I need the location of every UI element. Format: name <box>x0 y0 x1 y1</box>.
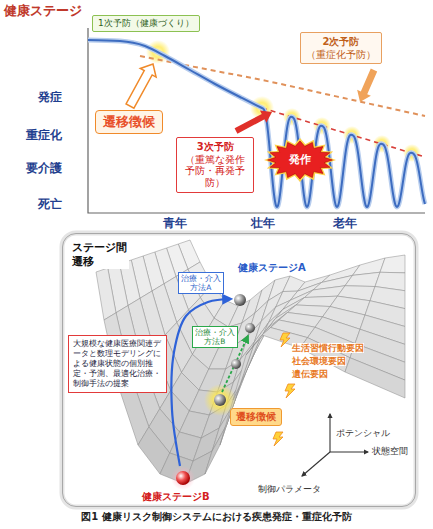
method-box: 治療・介入方法B <box>192 326 239 349</box>
stage-level: 死亡 <box>38 197 62 211</box>
box-body: （重篤な発作予防・再発予防） <box>181 154 249 190</box>
secondary-arrow <box>357 69 377 102</box>
axis-arrow <box>302 452 330 476</box>
stage-level: 要介護 <box>26 161 62 175</box>
stage-b-glow <box>171 466 195 490</box>
factor-label: 遺伝要因 <box>292 369 328 379</box>
sign-box: 遷移徴候 <box>95 110 163 134</box>
potential-mesh <box>96 268 116 320</box>
box-label: 大規模な健康医療関連データと数理モデリングによる健康状態の個別推定・予測、最適化… <box>73 339 163 389</box>
potential-mesh <box>240 337 261 385</box>
landscape-illustration <box>62 233 416 507</box>
box-body: （重症化予防） <box>306 49 376 61</box>
treatment-path-a <box>171 299 231 466</box>
box-label: 1次予防（健康づくり） <box>98 18 194 29</box>
age-label: 壮年 <box>251 217 275 231</box>
box-label: 治療・介入方法A <box>181 274 222 293</box>
stage-name: 健康ステージB <box>142 491 210 503</box>
box-label: 遷移徴候 <box>103 114 155 130</box>
health-curve <box>88 40 425 207</box>
burst-label: 発作 <box>289 153 311 167</box>
axis-label: 状態空間 <box>372 446 408 456</box>
state-ball <box>214 394 226 406</box>
health-curve-shadow <box>88 40 425 207</box>
potential-mesh <box>233 346 253 400</box>
figure-caption: 図1 健康リスク制御システムにおける疾患発症・重症化予防 <box>0 511 433 523</box>
box-heading: 3次予防 <box>181 141 249 154</box>
burst-core <box>268 141 333 179</box>
potential-mesh <box>345 358 405 398</box>
prevention-box: 2次予防（重症化予防） <box>300 32 382 64</box>
axis-label: 制御パラメータ <box>258 484 321 494</box>
age-label: 青年 <box>163 217 187 231</box>
lightning-symbol <box>285 384 295 398</box>
prevention-box: 3次予防（重篤な発作予防・再発予防） <box>176 137 254 193</box>
axis-label: ポテンシャル <box>336 428 390 438</box>
box-label: 治療・介入方法B <box>195 328 236 347</box>
lightning-symbol <box>280 333 290 347</box>
state-ball <box>231 359 241 369</box>
age-label: 老年 <box>333 217 357 231</box>
stage-name: 健康ステージA <box>238 262 306 274</box>
axis-title: 健康ステージ <box>4 3 82 19</box>
stage-b-ball <box>176 471 190 485</box>
potential-mesh <box>380 255 405 273</box>
stage-transition-panel: ステージ間遷移治療・介入方法A 治療・介入方法B 大規模な健康医療関連データと数理モ… <box>62 233 416 507</box>
proposal-box: 大規模な健康医療関連データと数理モデリングによる健康状態の個別推定・予測、最適化… <box>68 335 168 393</box>
burst-glow <box>264 138 336 182</box>
factor-label: 社会環境要因 <box>292 356 346 366</box>
stage-level: 重症化 <box>26 128 62 142</box>
potential-mesh <box>345 272 380 286</box>
health-stage-chart <box>88 28 425 213</box>
tertiary-arrow <box>235 110 272 133</box>
box-heading: 2次予防 <box>306 36 376 49</box>
panel-heading: ステージ間遷移 <box>72 241 129 269</box>
state-ball <box>234 294 246 306</box>
panel-ground <box>62 233 416 507</box>
attack-burst: 発作 <box>264 138 336 182</box>
axis-arrow <box>329 414 330 452</box>
sign-box: 遷移徴候 <box>230 408 282 427</box>
method-box: 治療・介入方法A <box>178 272 225 295</box>
lightning-symbol <box>273 432 283 446</box>
chart-axis <box>88 28 425 213</box>
prevention-box: 1次予防（健康づくり） <box>92 15 200 32</box>
box-label: 遷移徴候 <box>236 411 276 424</box>
axis-arrow <box>330 451 368 452</box>
factor-label: 生活習慣行動要因 <box>292 343 364 353</box>
stage-level: 発症 <box>38 90 62 104</box>
hollow-arrow <box>126 64 156 108</box>
state-ball <box>245 323 255 333</box>
